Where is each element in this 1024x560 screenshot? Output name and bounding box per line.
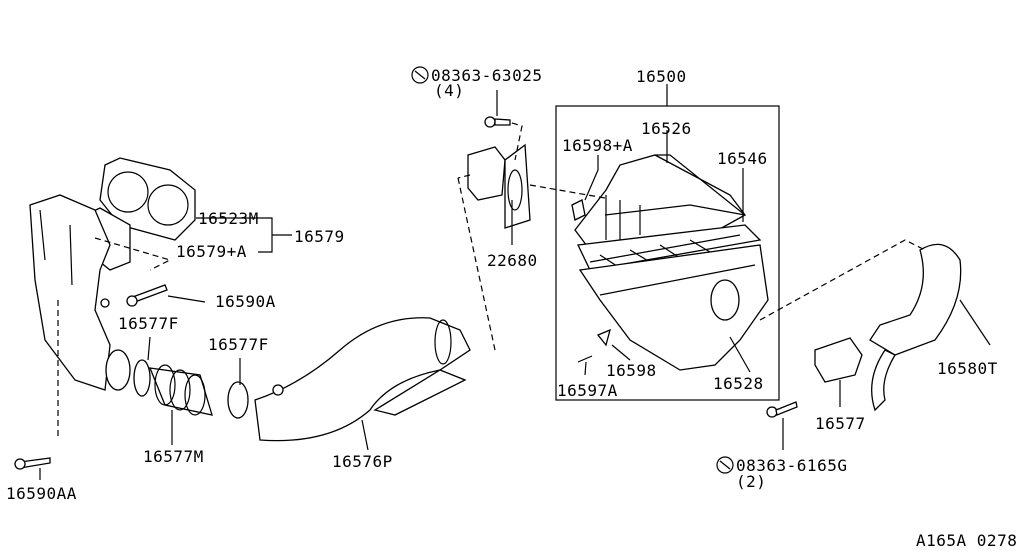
air-duct-16580t — [869, 243, 962, 412]
label-bolt-top-qty: (4) — [434, 81, 464, 100]
label-16500: 16500 — [636, 67, 687, 86]
clamp-16577f-right — [227, 381, 249, 419]
label-bolt-top: 08363-63025 — [431, 66, 542, 85]
standard-part-s-icon — [716, 456, 734, 474]
label-16577f-2: 16577F — [208, 335, 269, 354]
standard-part-s-icon — [411, 66, 429, 84]
label-16523m: 16523M — [198, 209, 259, 228]
label-22680: 22680 — [487, 251, 538, 270]
label-16580t: 16580T — [937, 359, 998, 378]
label-16526: 16526 — [641, 119, 692, 138]
label-16577m: 16577M — [143, 447, 204, 466]
label-16590aa: 16590AA — [6, 484, 77, 503]
air-cleaner-lower-case — [578, 244, 769, 371]
clamp-16577 — [814, 337, 863, 383]
bellows-16577m — [105, 349, 213, 416]
label-16576p: 16576P — [332, 452, 393, 471]
bolt-08363-63025 — [484, 116, 511, 128]
clip-16597a — [577, 355, 593, 363]
label-16597a: 16597A — [557, 381, 618, 400]
gasket-16523m — [99, 157, 196, 241]
airflow-meter — [467, 143, 531, 229]
filter-element — [577, 224, 762, 271]
label-16546: 16546 — [717, 149, 768, 168]
figure-code: A165A 0278 — [916, 531, 1017, 550]
label-16579a: 16579+A — [176, 242, 247, 261]
label-16598: 16598 — [606, 361, 657, 380]
label-16598a: 16598+A — [562, 136, 633, 155]
bolt-08363-6165g — [766, 401, 798, 418]
air-duct-16576p — [254, 317, 471, 442]
label-16590a: 16590A — [215, 292, 276, 311]
intake-collector — [29, 194, 111, 391]
clip-16598a — [571, 199, 586, 221]
label-16577: 16577 — [815, 414, 866, 433]
label-16528: 16528 — [713, 374, 764, 393]
clamp-16577f-left — [133, 359, 151, 397]
label-16577f-1: 16577F — [118, 314, 179, 333]
label-bolt-bottom-qty: (2) — [736, 472, 766, 491]
air-cleaner-cover — [574, 154, 746, 251]
label-bolt-bottom: 08363-6165G — [736, 456, 847, 475]
label-16579: 16579 — [294, 227, 345, 246]
clip-16598 — [596, 328, 611, 347]
